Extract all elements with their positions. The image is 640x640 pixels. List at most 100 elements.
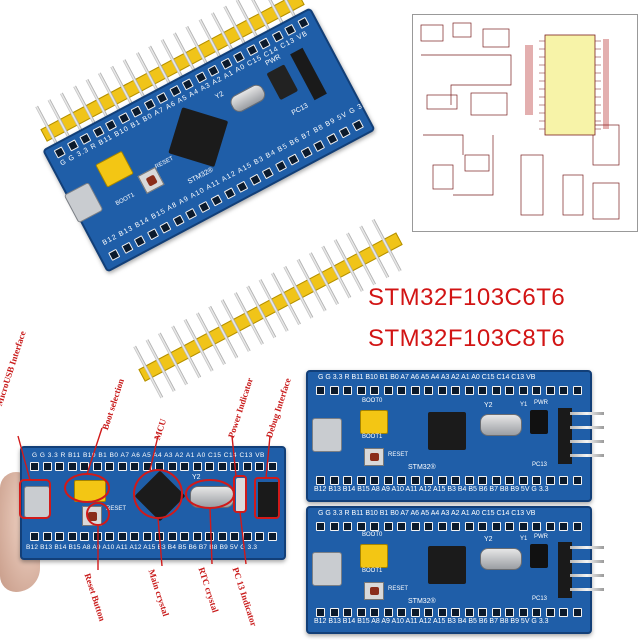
through-hole	[356, 476, 366, 485]
swd-pins-c8t6	[570, 542, 604, 598]
reset-button	[364, 448, 384, 466]
through-hole	[142, 532, 152, 541]
through-hole	[356, 522, 366, 531]
through-hole	[532, 386, 541, 395]
through-hole	[464, 522, 474, 531]
through-hole	[117, 462, 127, 471]
through-hole	[491, 476, 501, 485]
through-hole	[572, 608, 582, 617]
through-hole	[451, 386, 460, 395]
through-hole	[343, 522, 352, 531]
through-hole	[42, 532, 52, 541]
through-hole	[104, 119, 118, 132]
through-hole	[232, 51, 246, 64]
through-hole	[172, 214, 185, 227]
boot-jumper	[95, 150, 134, 188]
through-hole	[159, 221, 172, 234]
through-hole	[242, 462, 252, 471]
through-hole	[261, 167, 274, 180]
through-hole	[192, 532, 202, 541]
y2-label: Y2	[192, 474, 201, 481]
schematic-drawing	[420, 22, 620, 220]
through-hole	[451, 608, 460, 617]
boot0-label: BOOT0	[362, 532, 383, 538]
through-hole	[55, 532, 64, 541]
through-hole	[343, 476, 352, 485]
through-hole	[518, 476, 528, 485]
micro-usb-port	[312, 418, 342, 452]
through-hole	[505, 476, 514, 485]
through-hole	[205, 532, 214, 541]
annotated-pcb: G G 3.3 R B11 B10 B1 B0 A7 A6 A5 A4 A3 A…	[20, 446, 286, 560]
pwr-label: PWR	[534, 534, 548, 540]
top-pin-labels: G G 3.3 R B11 B10 B1 B0 A7 A6 A5 A4 A3 A…	[318, 510, 536, 517]
through-hole	[133, 235, 146, 248]
swd-header	[290, 47, 327, 101]
flat-board-c6t6: G G 3.3 R B11 B10 B1 B0 A7 A6 A5 A4 A3 A…	[306, 370, 592, 502]
y1-label: Y1	[520, 536, 528, 542]
through-hole	[80, 462, 89, 471]
through-hole	[67, 462, 77, 471]
through-hole	[146, 228, 159, 241]
mcu-chip	[428, 546, 466, 584]
through-hole	[329, 476, 339, 485]
y2-label: Y2	[214, 90, 226, 101]
through-hole	[437, 476, 447, 485]
through-hole	[437, 608, 447, 617]
through-hole	[207, 64, 220, 77]
through-hole	[30, 462, 39, 471]
through-hole	[545, 522, 555, 531]
through-hole	[117, 532, 127, 541]
through-hole	[316, 386, 325, 395]
through-hole	[117, 112, 130, 125]
through-hole	[338, 126, 351, 139]
swd-header	[258, 482, 278, 518]
through-hole	[478, 608, 487, 617]
top-pin-labels: G G 3.3 R B11 B10 B1 B0 A7 A6 A5 A4 A3 A…	[318, 374, 536, 381]
through-hole	[343, 608, 352, 617]
through-hole	[194, 71, 207, 84]
boot-label: BOOT1	[114, 192, 136, 208]
through-hole	[53, 146, 66, 159]
flat-board-c8t6: G G 3.3 R B11 B10 B1 B0 A7 A6 A5 A4 A3 A…	[306, 506, 592, 634]
through-hole	[217, 462, 227, 471]
reset-button	[364, 582, 384, 600]
through-hole	[108, 248, 121, 261]
reset-label: RESET	[388, 452, 409, 458]
boot0-label: BOOT0	[362, 398, 383, 404]
through-hole	[397, 522, 406, 531]
through-hole	[437, 386, 447, 395]
annotated-bottom-pin-labels: B12 B13 B14 B15 A8 A9 A10 A11 A12 A15 B3…	[26, 544, 258, 551]
mcu-chip	[168, 107, 229, 168]
through-hole	[410, 476, 420, 485]
swd-header	[558, 408, 572, 464]
through-hole	[245, 44, 258, 57]
through-hole	[180, 532, 189, 541]
through-hole	[230, 532, 239, 541]
through-hole	[424, 608, 433, 617]
regulator	[266, 64, 299, 101]
through-hole	[370, 386, 379, 395]
through-hole	[518, 522, 528, 531]
through-hole	[559, 522, 568, 531]
led-pair	[236, 478, 246, 512]
through-hole	[105, 462, 114, 471]
through-hole	[130, 105, 143, 118]
through-hole	[329, 386, 339, 395]
pc13-label: PC13	[532, 596, 548, 602]
through-hole	[397, 608, 406, 617]
through-hole	[220, 57, 233, 71]
through-hole	[274, 160, 287, 173]
through-hole	[478, 522, 487, 531]
through-hole	[325, 133, 338, 146]
through-hole	[505, 608, 514, 617]
bottom-pin-labels: B12 B13 B14 B15 A8 A9 A10 A11 A12 A15 B3…	[314, 618, 549, 625]
through-hole	[491, 386, 501, 395]
through-hole	[383, 386, 393, 395]
through-hole	[559, 386, 568, 395]
through-hole	[343, 386, 352, 395]
through-hole	[559, 476, 568, 485]
reset-label: RESET	[388, 586, 409, 592]
schematic-thumbnail	[412, 14, 638, 232]
through-hole	[532, 522, 541, 531]
